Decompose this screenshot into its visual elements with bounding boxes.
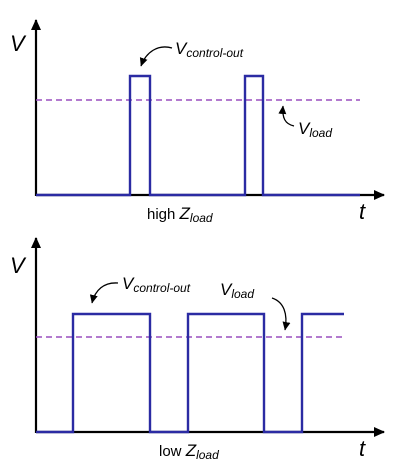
bottom-control-out-waveform [36,312,344,434]
top-control-out-label: Vcontrol-out [175,39,244,60]
bottom-caption: low Zload [159,441,219,462]
bottom-control-out-pointer [89,282,119,304]
top-plot: V t Vcontrol-out Vload high Zload [10,19,385,225]
bottom-x-axis-label: t [359,436,366,461]
top-y-axis-label: V [10,31,27,56]
top-control-out-pointer [139,46,173,67]
bottom-control-out-label: Vcontrol-out [122,274,191,295]
top-load-label: Vload [298,119,332,140]
bottom-load-pointer [271,297,291,331]
top-load-pointer [278,105,295,127]
top-x-axis-label: t [359,199,366,224]
bottom-plot: V t Vcontrol-out Vload low Zload [10,237,385,462]
top-control-out-waveform [36,74,360,197]
bottom-load-label: Vload [220,280,254,301]
bottom-y-axis-label: V [10,253,27,278]
top-caption: high Zload [147,204,213,225]
